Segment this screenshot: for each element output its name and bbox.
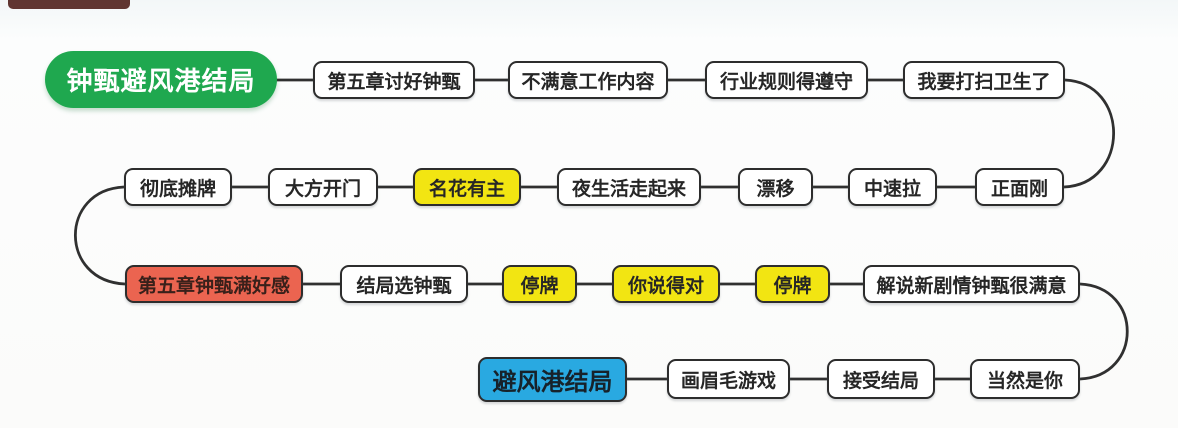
node-drift: 漂移 (738, 168, 813, 206)
connector-curve-right-1 (1062, 78, 1116, 189)
node-accept-ending: 接受结局 (827, 359, 935, 399)
start-node-zhongzhen-haven-ending: 钟甄避风港结局 (45, 51, 277, 108)
cutoff-corner-label (8, 0, 130, 9)
node-open-door-generously: 大方开门 (268, 168, 378, 206)
node-ending-choose-zhongzhen: 结局选钟甄 (340, 265, 468, 303)
node-you-are-right: 你说得对 (612, 265, 720, 303)
node-industry-rules: 行业规则得遵守 (705, 61, 868, 99)
node-head-on: 正面刚 (975, 168, 1064, 206)
node-nightlife: 夜生活走起来 (557, 168, 701, 206)
node-commentary-satisfied: 解说新剧情钟甄很满意 (863, 265, 1080, 303)
node-haven-ending: 避风港结局 (478, 357, 627, 402)
node-already-taken: 名花有主 (413, 168, 521, 206)
node-ch5-please-zhongzhen: 第五章讨好钟甄 (313, 61, 475, 99)
node-stop-card-1: 停牌 (502, 265, 577, 303)
node-unsatisfied-with-work: 不满意工作内容 (508, 61, 668, 99)
node-stop-card-2: 停牌 (755, 265, 830, 303)
node-ch5-zhongzhen-full-favor: 第五章钟甄满好感 (125, 265, 303, 303)
connector-curve-left (74, 185, 127, 286)
node-cleaning-up: 我要打扫卫生了 (903, 61, 1065, 99)
node-medium-pull: 中速拉 (848, 168, 937, 206)
node-eyebrow-game: 画眉毛游戏 (667, 359, 790, 399)
connector-curve-right-2 (1078, 282, 1129, 381)
node-of-course-you: 当然是你 (970, 359, 1080, 399)
node-lay-cards-on-table: 彻底摊牌 (124, 168, 232, 206)
